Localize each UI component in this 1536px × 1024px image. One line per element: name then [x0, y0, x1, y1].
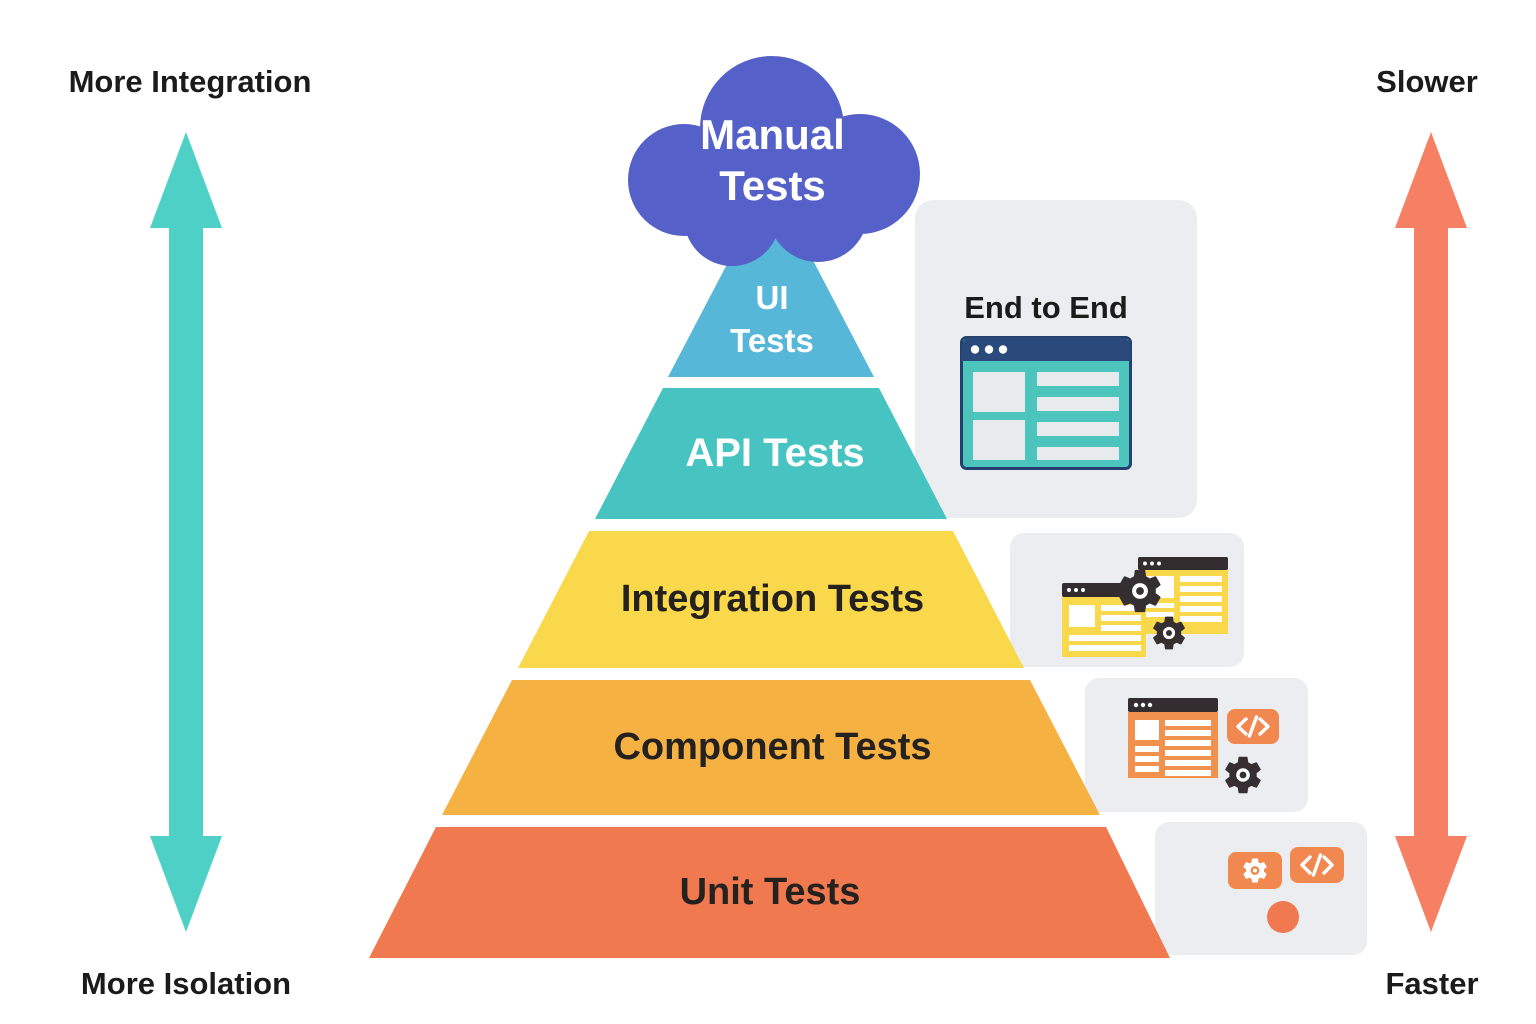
pyramid-layer-component-tests: Component Tests	[442, 680, 1100, 815]
end-to-end-label: End to End	[964, 290, 1128, 325]
integration-tests-label: Integration Tests	[620, 578, 925, 620]
ui-tests-label: UI Tests	[730, 279, 814, 360]
pyramid-layer-integration-tests: Integration Tests	[518, 531, 1024, 668]
integration-browser-gears-icons	[1062, 557, 1228, 657]
label-more-isolation: More Isolation	[80, 966, 292, 1001]
component-tests-label: Component Tests	[613, 726, 932, 768]
pyramid-layer-api-tests: API Tests	[595, 388, 947, 519]
api-tests-label: API Tests	[685, 431, 865, 475]
label-more-integration: More Integration	[68, 64, 312, 99]
pyramid-layer-unit-tests: Unit Tests	[369, 827, 1170, 958]
manual-tests-cloud-icon	[628, 56, 920, 266]
code-chip-icon	[1290, 847, 1344, 883]
gear-chip-icon	[1228, 852, 1282, 889]
slower-faster-arrow-icon	[1395, 132, 1467, 932]
browser-window-icon	[1128, 698, 1218, 778]
label-faster: Faster	[1385, 966, 1479, 1001]
component-browser-code-gear-icons	[1128, 698, 1279, 794]
label-slower: Slower	[1376, 64, 1478, 99]
unit-tests-label: Unit Tests	[679, 871, 861, 913]
dot-icon	[1267, 901, 1299, 933]
end-to-end-browser-window-icon	[960, 336, 1132, 470]
manual-tests-label: Manual Tests	[700, 110, 845, 209]
integration-isolation-arrow-icon	[150, 132, 222, 932]
unit-gear-code-dot-icons	[1228, 847, 1344, 933]
code-chip-icon	[1227, 709, 1279, 744]
